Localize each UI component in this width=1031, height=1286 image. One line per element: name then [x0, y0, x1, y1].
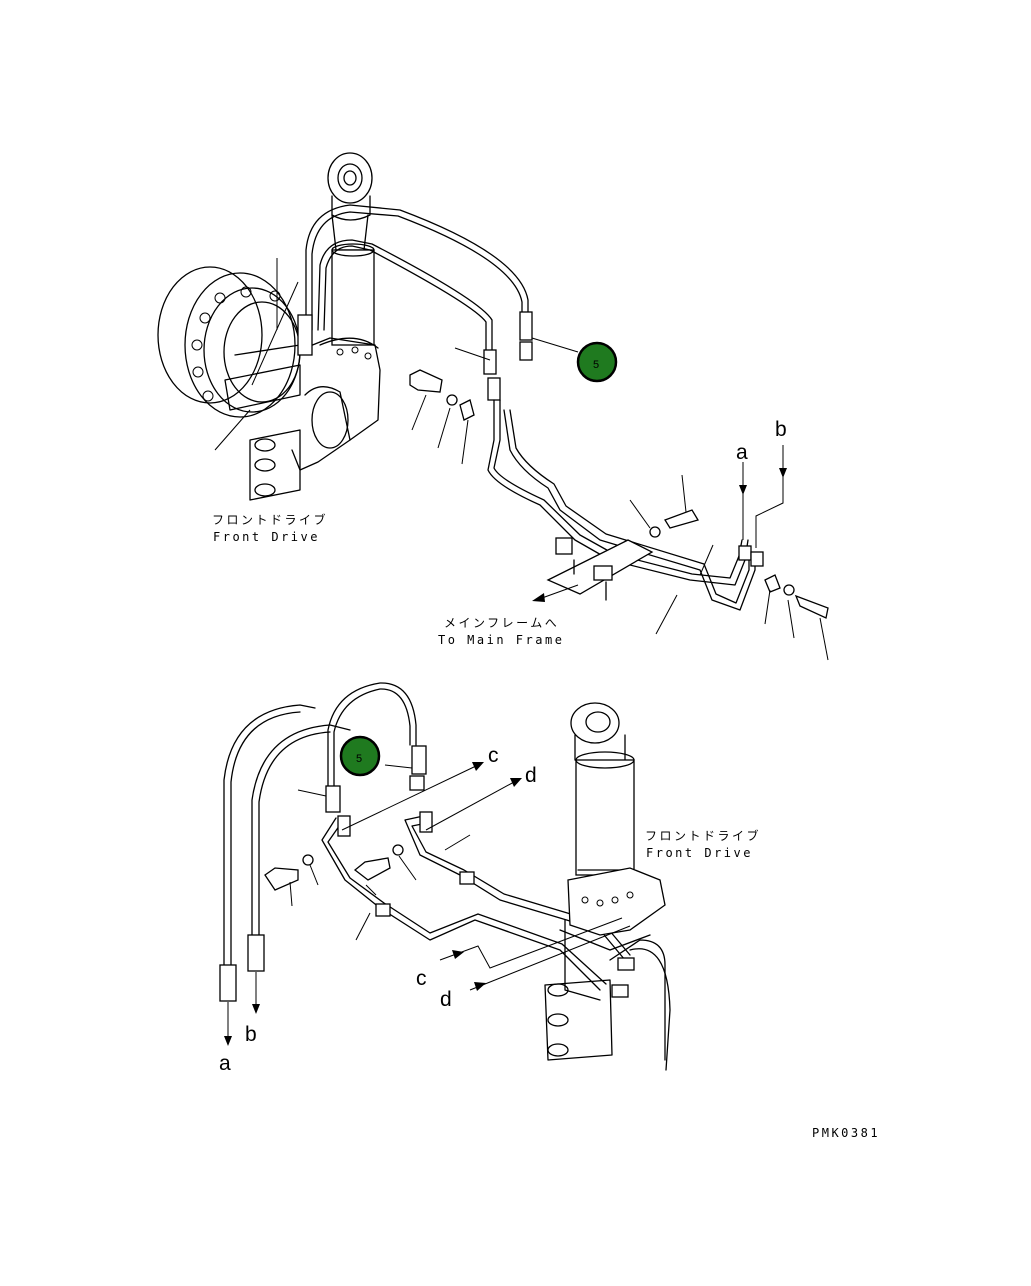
wheel-hub-top	[157, 266, 301, 418]
front-drive-en-label-bottom: Front Drive	[646, 846, 753, 860]
letter-c-mid: c	[488, 744, 499, 767]
callout-badge-bottom[interactable]: 5	[339, 735, 381, 777]
steering-cylinder-top	[327, 152, 375, 346]
drawing-code: PMK0381	[812, 1126, 880, 1140]
letter-c-low: c	[416, 967, 427, 990]
front-drive-en-label-top: Front Drive	[213, 530, 320, 544]
bolts-top	[409, 369, 829, 619]
letter-d-mid: d	[525, 764, 537, 787]
steering-cylinder-bottom	[570, 702, 641, 876]
letter-b-top: b	[775, 418, 787, 441]
tubes-top	[487, 399, 764, 611]
knuckle-top	[224, 337, 381, 501]
callout-number-top: 5	[593, 359, 599, 371]
callout-number-bottom: 5	[356, 753, 362, 765]
flow-arrows-top	[532, 445, 787, 602]
knuckle-bottom	[544, 867, 671, 1071]
top-assembly	[157, 152, 829, 661]
bolts-bottom	[264, 844, 404, 891]
bottom-assembly	[219, 682, 671, 1071]
callout-badge-top[interactable]: 5	[576, 341, 618, 383]
hoses-bottom	[219, 682, 427, 1002]
front-drive-jp-label-top: フロントドライブ	[212, 512, 328, 527]
leader-lines-top	[214, 258, 829, 661]
main-frame-jp-label: メインフレームへ	[444, 616, 559, 630]
letter-b-bottom: b	[245, 1023, 257, 1046]
flow-arrows-bottom	[224, 762, 631, 1046]
front-drive-jp-label-bottom: フロントドライブ	[645, 828, 761, 843]
letter-a-bottom: a	[219, 1052, 231, 1075]
letter-a-top: a	[736, 441, 748, 464]
leader-lines-bottom	[289, 764, 471, 941]
main-frame-en-label: To Main Frame	[438, 633, 564, 647]
letter-d-low: d	[440, 988, 452, 1011]
clamp-plate-top	[546, 537, 654, 601]
hoses-top	[297, 204, 533, 401]
